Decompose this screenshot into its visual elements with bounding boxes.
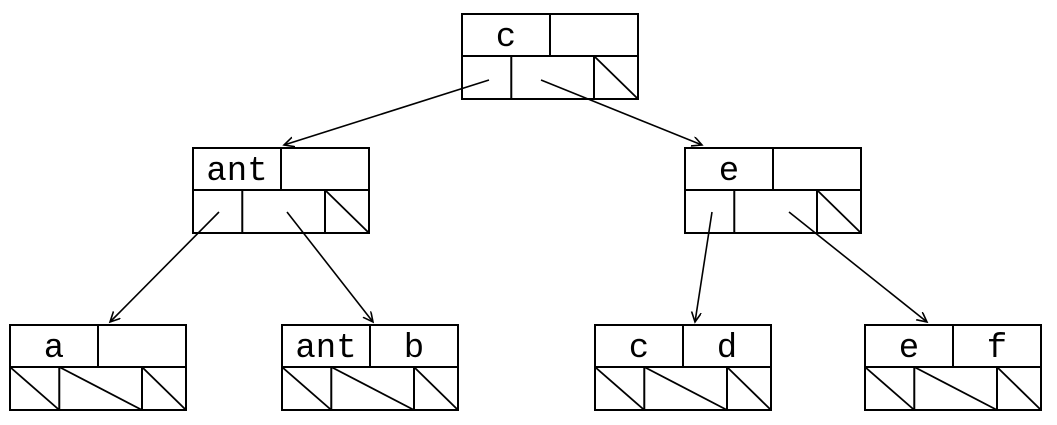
node-key-label: ant <box>206 153 267 191</box>
edge-e-to-e-f <box>788 211 927 322</box>
tree-node-e: e <box>684 147 862 234</box>
null-pointer-slash <box>913 366 998 411</box>
node-key-label: a <box>44 330 64 368</box>
null-pointer-slash <box>141 366 187 411</box>
edge-e-to-c-d <box>695 211 713 322</box>
node-key-label: ant <box>295 330 356 368</box>
edge-root-to-e <box>540 79 702 145</box>
tree-node-a: a <box>9 324 187 411</box>
edge-ant-to-a <box>110 211 220 322</box>
node-key-label: f <box>987 330 1007 368</box>
node-key-label: b <box>404 330 424 368</box>
edge-ant-to-ant-b <box>286 211 373 322</box>
null-pointer-slash <box>413 366 459 411</box>
null-pointer-slash <box>281 366 332 411</box>
node-key-label: e <box>719 153 739 191</box>
null-pointer-slash <box>864 366 915 411</box>
tree-node-root: c <box>461 13 639 100</box>
null-pointer-slash <box>594 366 645 411</box>
null-pointer-slash <box>643 366 728 411</box>
node-key-label: c <box>629 330 649 368</box>
null-pointer-slash <box>816 189 862 234</box>
null-pointer-slash <box>58 366 143 411</box>
null-pointer-slash <box>593 55 639 100</box>
null-pointer-slash <box>996 366 1042 411</box>
null-pointer-slash <box>330 366 415 411</box>
node-key-label: e <box>899 330 919 368</box>
null-pointer-slash <box>324 189 370 234</box>
edge-root-to-ant <box>284 79 490 145</box>
tree-node-ant-b: ant b <box>281 324 459 411</box>
node-key-label: c <box>496 19 516 57</box>
null-pointer-slash <box>9 366 60 411</box>
node-key-label: d <box>717 330 737 368</box>
null-pointer-slash <box>726 366 772 411</box>
tree-node-ant: ant <box>192 147 370 234</box>
